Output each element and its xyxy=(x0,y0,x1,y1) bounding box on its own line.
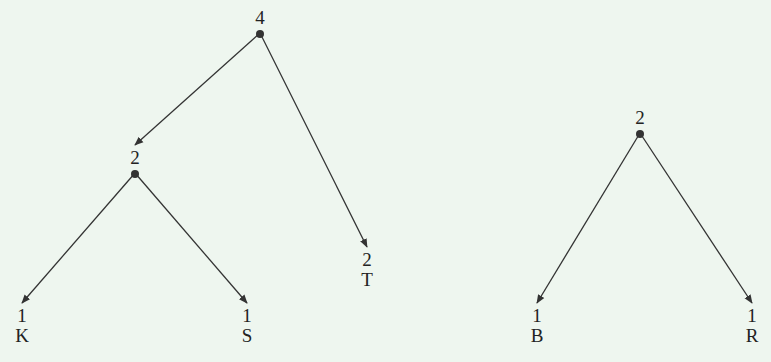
node-weight: 1 xyxy=(747,306,757,326)
tree-node: 1B xyxy=(528,306,547,346)
tree-node: 2 xyxy=(127,148,143,178)
tree-node: 1R xyxy=(743,306,762,346)
tree-node: 2 xyxy=(632,108,648,138)
node-symbol: R xyxy=(746,326,759,346)
node-weight: 2 xyxy=(130,148,140,168)
node-symbol: T xyxy=(361,270,373,290)
node-dot xyxy=(131,170,139,178)
node-weight: 2 xyxy=(362,250,372,270)
node-dot xyxy=(256,30,264,38)
node-weight: 1 xyxy=(532,306,542,326)
node-symbol: S xyxy=(242,326,253,346)
node-weight: 4 xyxy=(255,8,265,28)
node-symbol: B xyxy=(531,326,544,346)
node-weight: 2 xyxy=(635,108,645,128)
tree-edge xyxy=(640,133,752,303)
tree-edge xyxy=(22,173,135,303)
tree-node: 4 xyxy=(252,8,268,38)
tree-edge xyxy=(537,133,640,303)
tree-edge xyxy=(135,173,247,303)
node-weight: 1 xyxy=(242,306,252,326)
node-symbol: K xyxy=(15,326,29,346)
node-weight: 1 xyxy=(17,306,27,326)
tree-node: 1S xyxy=(239,306,256,346)
tree-node: 1K xyxy=(12,306,32,346)
tree-node: 2T xyxy=(358,250,376,290)
tree-edge xyxy=(260,33,367,247)
tree-edge xyxy=(135,33,260,145)
node-dot xyxy=(636,130,644,138)
